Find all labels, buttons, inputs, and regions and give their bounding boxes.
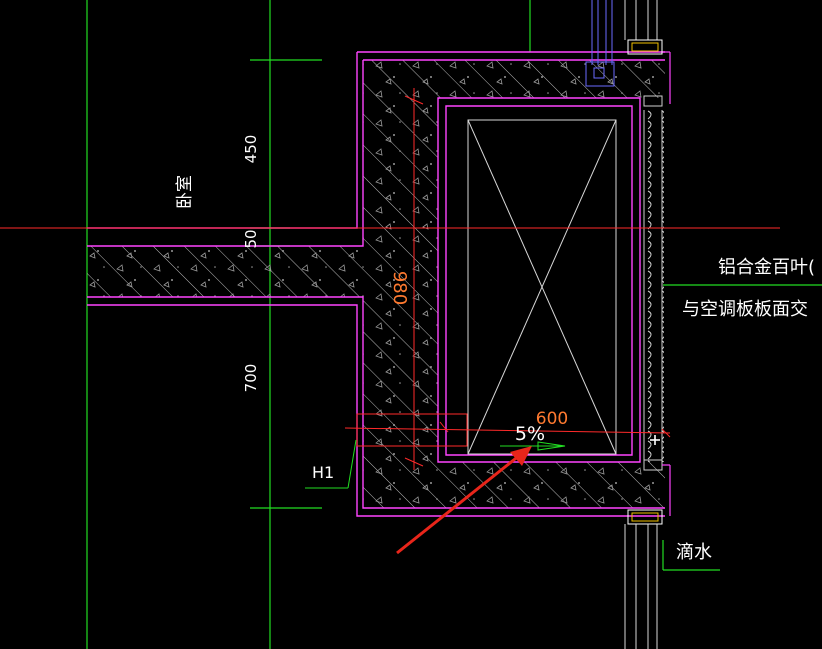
dimension-top: 450 bbox=[242, 135, 260, 164]
tag-h1: H1 bbox=[312, 463, 334, 482]
slope-label: 5% bbox=[515, 423, 545, 445]
window-frame bbox=[624, 0, 663, 649]
wall-outline bbox=[87, 51, 665, 517]
drip-label: 滴水 bbox=[676, 542, 712, 563]
louver-column bbox=[642, 51, 671, 516]
green-guides bbox=[86, 0, 822, 649]
dimension-mid: 50 bbox=[242, 229, 260, 248]
dimension-bottom: 700 bbox=[242, 364, 260, 393]
red-dimensions bbox=[0, 88, 780, 470]
dimension-red-horizontal: 600 bbox=[536, 409, 568, 429]
slope-arrow bbox=[500, 441, 566, 451]
dimension-red-vertical: 980 bbox=[389, 271, 410, 305]
annotation-arrow bbox=[396, 446, 532, 555]
note-line-1: 铝合金百叶( bbox=[718, 257, 815, 278]
drain-pipe bbox=[585, 0, 615, 87]
h1-leader bbox=[305, 439, 357, 489]
note-line-2: 与空调板板面交 bbox=[682, 299, 808, 320]
aircon-unit bbox=[467, 119, 617, 455]
cross-marker bbox=[650, 435, 660, 445]
room-label: 卧室 bbox=[175, 175, 195, 209]
